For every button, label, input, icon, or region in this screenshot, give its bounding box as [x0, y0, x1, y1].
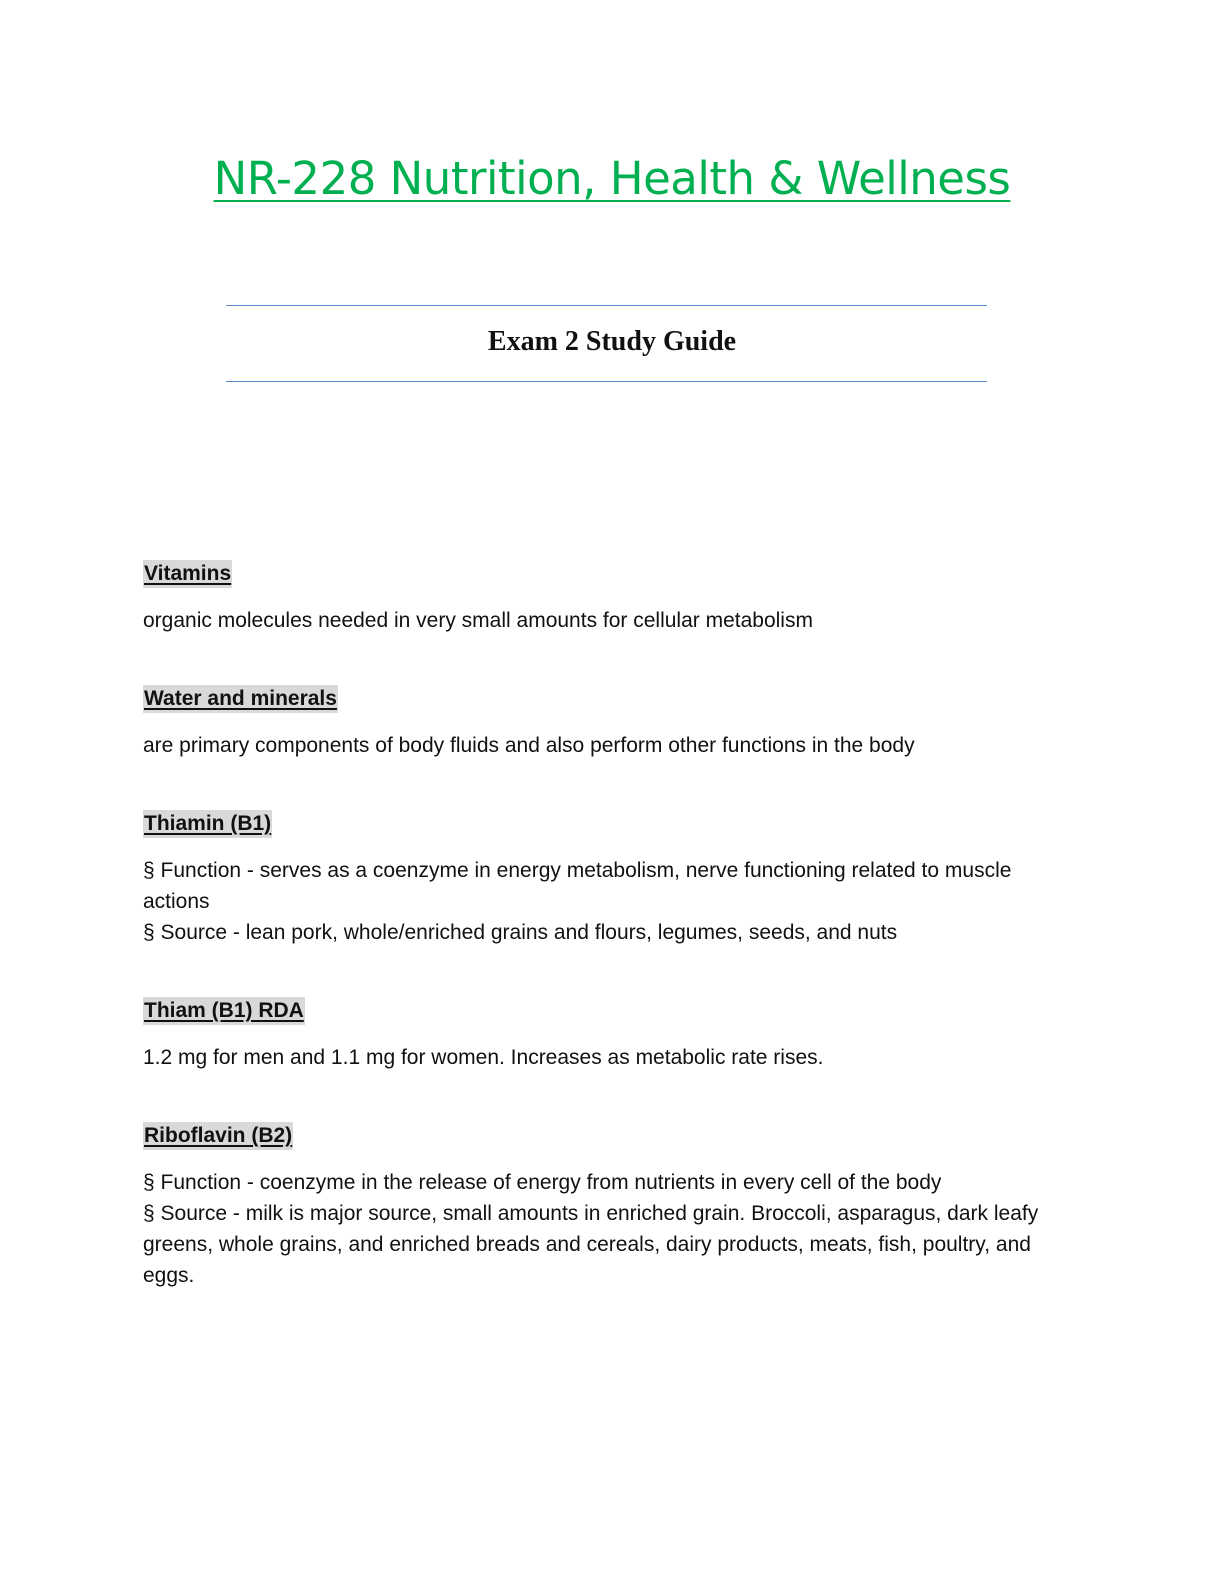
section-heading: Vitamins: [143, 560, 233, 588]
section-heading: Thiam (B1) RDA: [143, 997, 305, 1025]
section-line: § Source - milk is major source, small a…: [143, 1202, 1039, 1287]
section-thiamin-rda: Thiam (B1) RDA 1.2 mg for men and 1.1 mg…: [143, 997, 1083, 1073]
section-water-minerals: Water and minerals are primary component…: [143, 685, 1083, 761]
section-heading: Riboflavin (B2): [143, 1122, 294, 1150]
section-body: are primary components of body fluids an…: [143, 730, 1083, 761]
section-thiamin: Thiamin (B1) § Function - serves as a co…: [143, 810, 1083, 948]
study-guide-content: Vitamins organic molecules needed in ver…: [143, 560, 1083, 1291]
document-title: NR-228 Nutrition, Health & Wellness: [213, 152, 1011, 205]
title-rule-top: [226, 305, 987, 306]
section-line: organic molecules needed in very small a…: [143, 609, 813, 632]
title-rule-bottom: [226, 381, 987, 382]
section-riboflavin: Riboflavin (B2) § Function - coenzyme in…: [143, 1122, 1083, 1291]
section-line: 1.2 mg for men and 1.1 mg for women. Inc…: [143, 1046, 824, 1069]
section-vitamins: Vitamins organic molecules needed in ver…: [143, 560, 1083, 636]
section-heading: Thiamin (B1): [143, 810, 273, 838]
section-line: are primary components of body fluids an…: [143, 734, 915, 757]
section-line: § Function - coenzyme in the release of …: [143, 1171, 942, 1194]
document-subtitle: Exam 2 Study Guide: [487, 326, 737, 357]
section-line: § Source - lean pork, whole/enriched gra…: [143, 921, 898, 944]
section-line: § Function - serves as a coenzyme in ene…: [143, 859, 1012, 913]
section-body: § Function - coenzyme in the release of …: [143, 1167, 1083, 1291]
section-heading: Water and minerals: [143, 685, 338, 713]
section-body: 1.2 mg for men and 1.1 mg for women. Inc…: [143, 1042, 1083, 1073]
section-body: § Function - serves as a coenzyme in ene…: [143, 855, 1083, 948]
section-body: organic molecules needed in very small a…: [143, 605, 1083, 636]
